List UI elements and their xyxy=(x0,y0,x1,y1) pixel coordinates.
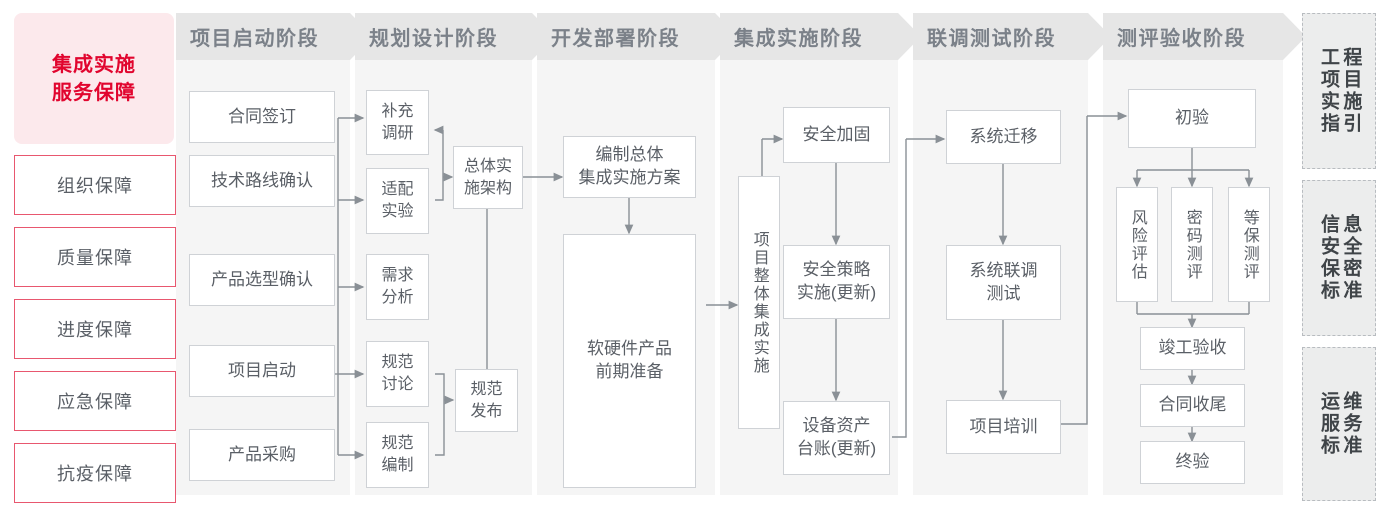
guarantee-label: 质量保障 xyxy=(57,248,133,268)
node-label: 规范发布 xyxy=(470,380,503,420)
chevron-right-icon xyxy=(1283,13,1306,60)
node-startup-3[interactable]: 项目启动 xyxy=(189,345,335,397)
node-label: 总体实施架构 xyxy=(463,157,512,197)
node-label: 项目培训 xyxy=(969,416,1038,436)
node-startup-2[interactable]: 产品选型确认 xyxy=(189,254,335,306)
diagram-title-line2: 服务保障 xyxy=(52,81,136,104)
node-label: 项目启动 xyxy=(228,360,296,380)
node-label: 技术路线确认 xyxy=(211,170,313,190)
phase-header-label: 项目启动阶段 xyxy=(190,28,319,50)
node-label: 安全加固 xyxy=(802,124,871,144)
phase-header-label: 测评验收阶段 xyxy=(1117,28,1246,50)
standard-label-right: 程目施引 xyxy=(1340,47,1362,135)
guarantee-item-2[interactable]: 进度保障 xyxy=(14,299,176,359)
standard-label-left: 运服标 xyxy=(1318,391,1339,457)
node-planning-0[interactable]: 补充调研 xyxy=(366,90,429,155)
node-integration-2[interactable]: 安全策略实施(更新) xyxy=(783,245,890,319)
phase-header-label: 规划设计阶段 xyxy=(369,28,498,50)
node-label: 补充调研 xyxy=(381,102,414,142)
node-integration-3[interactable]: 设备资产台账(更新) xyxy=(783,401,890,475)
standard-label-left: 信安保标 xyxy=(1318,214,1339,302)
phase-header-label: 联调测试阶段 xyxy=(927,28,1056,50)
guarantee-item-1[interactable]: 质量保障 xyxy=(14,227,176,287)
node-label: 合同收尾 xyxy=(1158,395,1227,415)
guarantee-item-0[interactable]: 组织保障 xyxy=(14,155,176,215)
node-planning-2[interactable]: 需求分析 xyxy=(366,254,429,320)
node-startup-4[interactable]: 产品采购 xyxy=(189,429,335,481)
guarantee-label: 抗疫保障 xyxy=(57,464,133,484)
node-acceptance-2[interactable]: 密码测评 xyxy=(1171,187,1213,302)
node-joint-test-2[interactable]: 项目培训 xyxy=(946,400,1061,454)
node-label: 规范编制 xyxy=(381,435,414,474)
guarantee-item-4[interactable]: 抗疫保障 xyxy=(14,443,176,503)
node-acceptance-1[interactable]: 风险评估 xyxy=(1116,187,1158,302)
standard-label-right: 息全密准 xyxy=(1340,214,1362,302)
node-joint-test-0[interactable]: 系统迁移 xyxy=(946,110,1061,164)
guarantee-label: 组织保障 xyxy=(57,176,133,196)
node-label: 系统迁移 xyxy=(969,126,1038,146)
guarantee-item-3[interactable]: 应急保障 xyxy=(14,371,176,431)
node-label: 软硬件产品前期准备 xyxy=(587,339,672,381)
guarantee-label: 进度保障 xyxy=(57,320,133,340)
node-acceptance-6[interactable]: 终验 xyxy=(1140,441,1245,484)
phase-header-startup[interactable]: 项目启动阶段 xyxy=(176,13,373,60)
chevron-right-icon xyxy=(1088,13,1111,60)
node-label: 初验 xyxy=(1175,108,1209,128)
node-label: 产品采购 xyxy=(228,444,296,464)
node-acceptance-0[interactable]: 初验 xyxy=(1128,89,1256,148)
node-acceptance-4[interactable]: 竣工验收 xyxy=(1140,327,1245,370)
node-planning-6[interactable]: 规范发布 xyxy=(455,369,518,432)
node-acceptance-3[interactable]: 等保测评 xyxy=(1228,187,1270,302)
guarantee-label: 应急保障 xyxy=(57,392,133,412)
node-label: 产品选型确认 xyxy=(211,269,313,289)
phase-header-joint-test[interactable]: 联调测试阶段 xyxy=(913,13,1111,60)
node-label: 设备资产台账(更新) xyxy=(796,416,877,458)
node-planning-4[interactable]: 规范编制 xyxy=(366,422,429,488)
node-planning-3[interactable]: 规范讨论 xyxy=(366,341,429,407)
phase-header-development[interactable]: 开发部署阶段 xyxy=(537,13,738,60)
phase-header-acceptance[interactable]: 测评验收阶段 xyxy=(1103,13,1306,60)
node-label: 需求分析 xyxy=(381,267,414,306)
node-label: 规范讨论 xyxy=(381,354,414,393)
node-label: 合同签订 xyxy=(228,106,296,126)
standard-item-0[interactable]: 工项实指 程目施引 xyxy=(1302,13,1376,169)
node-development-0[interactable]: 编制总体集成实施方案 xyxy=(563,136,696,198)
chevron-right-icon xyxy=(898,13,921,60)
node-planning-1[interactable]: 适配实验 xyxy=(366,168,429,234)
node-acceptance-5[interactable]: 合同收尾 xyxy=(1140,384,1245,427)
phase-header-integration[interactable]: 集成实施阶段 xyxy=(720,13,921,60)
standard-item-1[interactable]: 信安保标 息全密准 xyxy=(1302,180,1376,336)
node-label: 终验 xyxy=(1175,452,1210,472)
node-startup-0[interactable]: 合同签订 xyxy=(189,91,335,143)
phase-header-label: 集成实施阶段 xyxy=(734,28,863,50)
node-startup-1[interactable]: 技术路线确认 xyxy=(189,155,335,207)
node-planning-5[interactable]: 总体实施架构 xyxy=(453,146,523,209)
standard-item-2[interactable]: 运服标 维务准 xyxy=(1302,347,1376,501)
node-label: 系统联调测试 xyxy=(969,260,1038,303)
standard-label-right: 维务准 xyxy=(1340,391,1362,457)
node-development-1[interactable]: 软硬件产品前期准备 xyxy=(563,234,696,488)
diagram-title-card: 集成实施 服务保障 xyxy=(14,13,174,144)
node-label: 适配实验 xyxy=(381,181,414,220)
node-integration-1[interactable]: 安全加固 xyxy=(783,107,890,163)
node-label: 密码测评 xyxy=(1183,208,1201,281)
node-label: 竣工验收 xyxy=(1158,338,1227,358)
phase-header-label: 开发部署阶段 xyxy=(551,28,680,50)
guarantee-sidebar: 集成实施 服务保障 组织保障 质量保障 进度保障 应急保障 抗疫保障 xyxy=(14,13,176,503)
standard-label-left: 工项实指 xyxy=(1318,47,1339,135)
node-joint-test-1[interactable]: 系统联调测试 xyxy=(946,245,1061,320)
phase-header-planning[interactable]: 规划设计阶段 xyxy=(355,13,555,60)
node-integration-0[interactable]: 项目整体集成实施 xyxy=(738,176,780,429)
diagram-title-line1: 集成实施 xyxy=(52,53,136,76)
node-label: 安全策略实施(更新) xyxy=(796,260,877,302)
node-label: 项目整体集成实施 xyxy=(750,230,768,375)
node-label: 风险评估 xyxy=(1128,208,1146,281)
node-label: 编制总体集成实施方案 xyxy=(578,145,681,187)
node-label: 等保测评 xyxy=(1240,208,1258,281)
